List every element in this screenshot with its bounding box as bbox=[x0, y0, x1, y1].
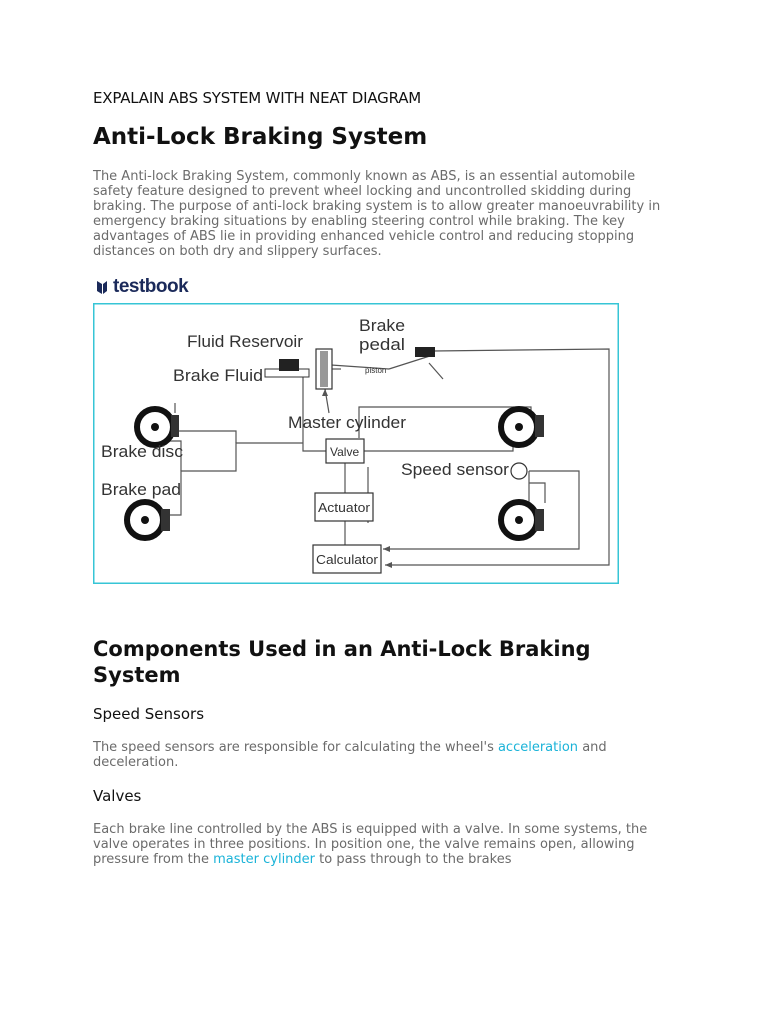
label-calculator: Calculator bbox=[316, 552, 379, 567]
master-cylinder-link[interactable]: master cylinder bbox=[213, 852, 316, 867]
valves-heading: Valves bbox=[93, 787, 142, 805]
question-title: EXPALAIN ABS SYSTEM WITH NEAT DIAGRAM bbox=[93, 89, 422, 107]
fluid-reservoir-shape bbox=[279, 359, 299, 371]
label-piston: piston bbox=[365, 366, 386, 375]
label-pedal: pedal bbox=[359, 335, 405, 354]
speed-sensors-paragraph: The speed sensors are responsible for ca… bbox=[93, 740, 678, 770]
label-valve: Valve bbox=[330, 445, 359, 459]
calculator-box bbox=[312, 544, 382, 574]
brake-disc-wheel-bottom-right bbox=[498, 499, 544, 541]
valve-box bbox=[325, 438, 365, 464]
testbook-logo-icon bbox=[97, 281, 107, 294]
speed-sensors-heading: Speed Sensors bbox=[93, 705, 205, 723]
label-brake-fluid: Brake Fluid bbox=[173, 366, 263, 385]
brake-disc-wheel-top-right bbox=[498, 406, 544, 448]
testbook-logo: testbook bbox=[95, 276, 189, 298]
label-fluid-reservoir: Fluid Reservoir bbox=[187, 332, 303, 351]
label-speed-sensor: Speed sensor bbox=[401, 460, 509, 479]
components-heading: Components Used in an Anti-Lock Braking … bbox=[93, 637, 591, 687]
label-master-cylinder: Master cylinder bbox=[288, 413, 406, 432]
label-brake: Brake bbox=[359, 316, 405, 335]
acceleration-link[interactable]: acceleration bbox=[497, 740, 579, 755]
speed-sensors-text-end: and deceleration. bbox=[93, 740, 607, 770]
label-brake-pad: Brake pad bbox=[101, 480, 181, 499]
brake-disc-wheel-top-left bbox=[134, 406, 179, 448]
valves-text: Each brake line controlled by the ABS is… bbox=[93, 822, 648, 867]
page-title: Anti-Lock Braking System bbox=[93, 124, 428, 150]
label-actuator: Actuator bbox=[318, 500, 371, 515]
valves-paragraph: Each brake line controlled by the ABS is… bbox=[93, 822, 678, 867]
valves-text-end: to pass through to the brakes bbox=[315, 852, 512, 867]
brake-pedal-shape bbox=[415, 347, 435, 357]
speed-sensor-shape bbox=[510, 462, 528, 480]
label-brake-disc: Brake disc bbox=[101, 442, 184, 461]
brake-disc-wheel-bottom-left bbox=[124, 499, 170, 541]
intro-paragraph: The Anti-lock Braking System, commonly k… bbox=[93, 169, 661, 259]
abs-diagram: Fluid Reservoir Brake Fluid Brake pedal … bbox=[93, 303, 619, 584]
speed-sensors-text: The speed sensors are responsible for ca… bbox=[93, 740, 498, 755]
testbook-logo-text: testbook bbox=[113, 276, 189, 297]
actuator-box bbox=[314, 492, 374, 522]
